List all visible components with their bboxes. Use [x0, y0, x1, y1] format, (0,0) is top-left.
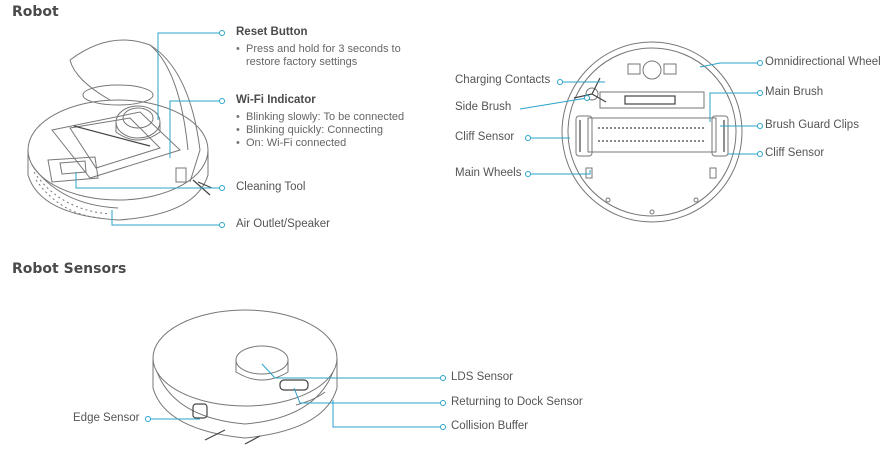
leader-lds-sensor — [261, 363, 446, 381]
robot-bottom-view-illustration — [561, 41, 743, 223]
label-cleaning-tool: Cleaning Tool — [236, 181, 306, 193]
leader-brush-guard — [720, 123, 763, 129]
label-lds-sensor: LDS Sensor — [451, 371, 514, 383]
leader-main-brush — [709, 90, 763, 122]
label-cliff-sensor-left: Cliff Sensor — [455, 131, 515, 143]
leader-side-brush — [519, 95, 590, 110]
section-title-robot-sensors: Robot Sensors — [12, 261, 127, 277]
label-air-outlet: Air Outlet/Speaker — [236, 218, 330, 230]
robot-open-lid-illustration — [27, 39, 213, 221]
leader-cliff-sensor-left — [525, 135, 570, 141]
label-charging-contacts: Charging Contacts — [455, 74, 551, 86]
leader-collision-buffer — [332, 400, 446, 430]
wifi-item: On: Wi-Fi connected — [236, 137, 404, 150]
label-brush-guard: Brush Guard Clips — [765, 119, 859, 131]
wifi-indicator-list: Blinking slowly: To be connected Blinkin… — [236, 111, 404, 150]
robot-sensors-illustration — [152, 309, 338, 445]
label-dock-sensor: Returning to Dock Sensor — [451, 396, 583, 408]
leader-charging-contacts — [557, 79, 605, 85]
leader-cleaning-tool — [75, 172, 225, 191]
leader-edge-sensor — [145, 416, 200, 422]
leader-cliff-sensor-right — [728, 151, 763, 157]
label-reset-button: Reset Button — [236, 26, 308, 38]
leader-main-wheels — [525, 170, 591, 177]
leader-air-outlet — [111, 210, 225, 228]
leader-omni-wheel — [699, 60, 763, 68]
leader-reset-button — [157, 30, 225, 120]
leader-dock-sensor — [293, 387, 446, 406]
label-side-brush: Side Brush — [455, 101, 512, 113]
label-cliff-sensor-right: Cliff Sensor — [765, 147, 825, 159]
label-collision-buffer: Collision Buffer — [451, 420, 529, 432]
wifi-item: Blinking quickly: Connecting — [236, 124, 404, 137]
label-omni-wheel: Omnidirectional Wheel — [765, 56, 881, 68]
label-wifi-indicator: Wi-Fi Indicator — [236, 94, 316, 106]
label-main-brush: Main Brush — [765, 86, 824, 98]
label-edge-sensor: Edge Sensor — [73, 412, 140, 424]
wifi-item: Blinking slowly: To be connected — [236, 111, 404, 124]
leader-wifi-indicator — [169, 98, 225, 158]
section-title-robot: Robot — [12, 4, 59, 20]
label-main-wheels: Main Wheels — [455, 167, 522, 179]
